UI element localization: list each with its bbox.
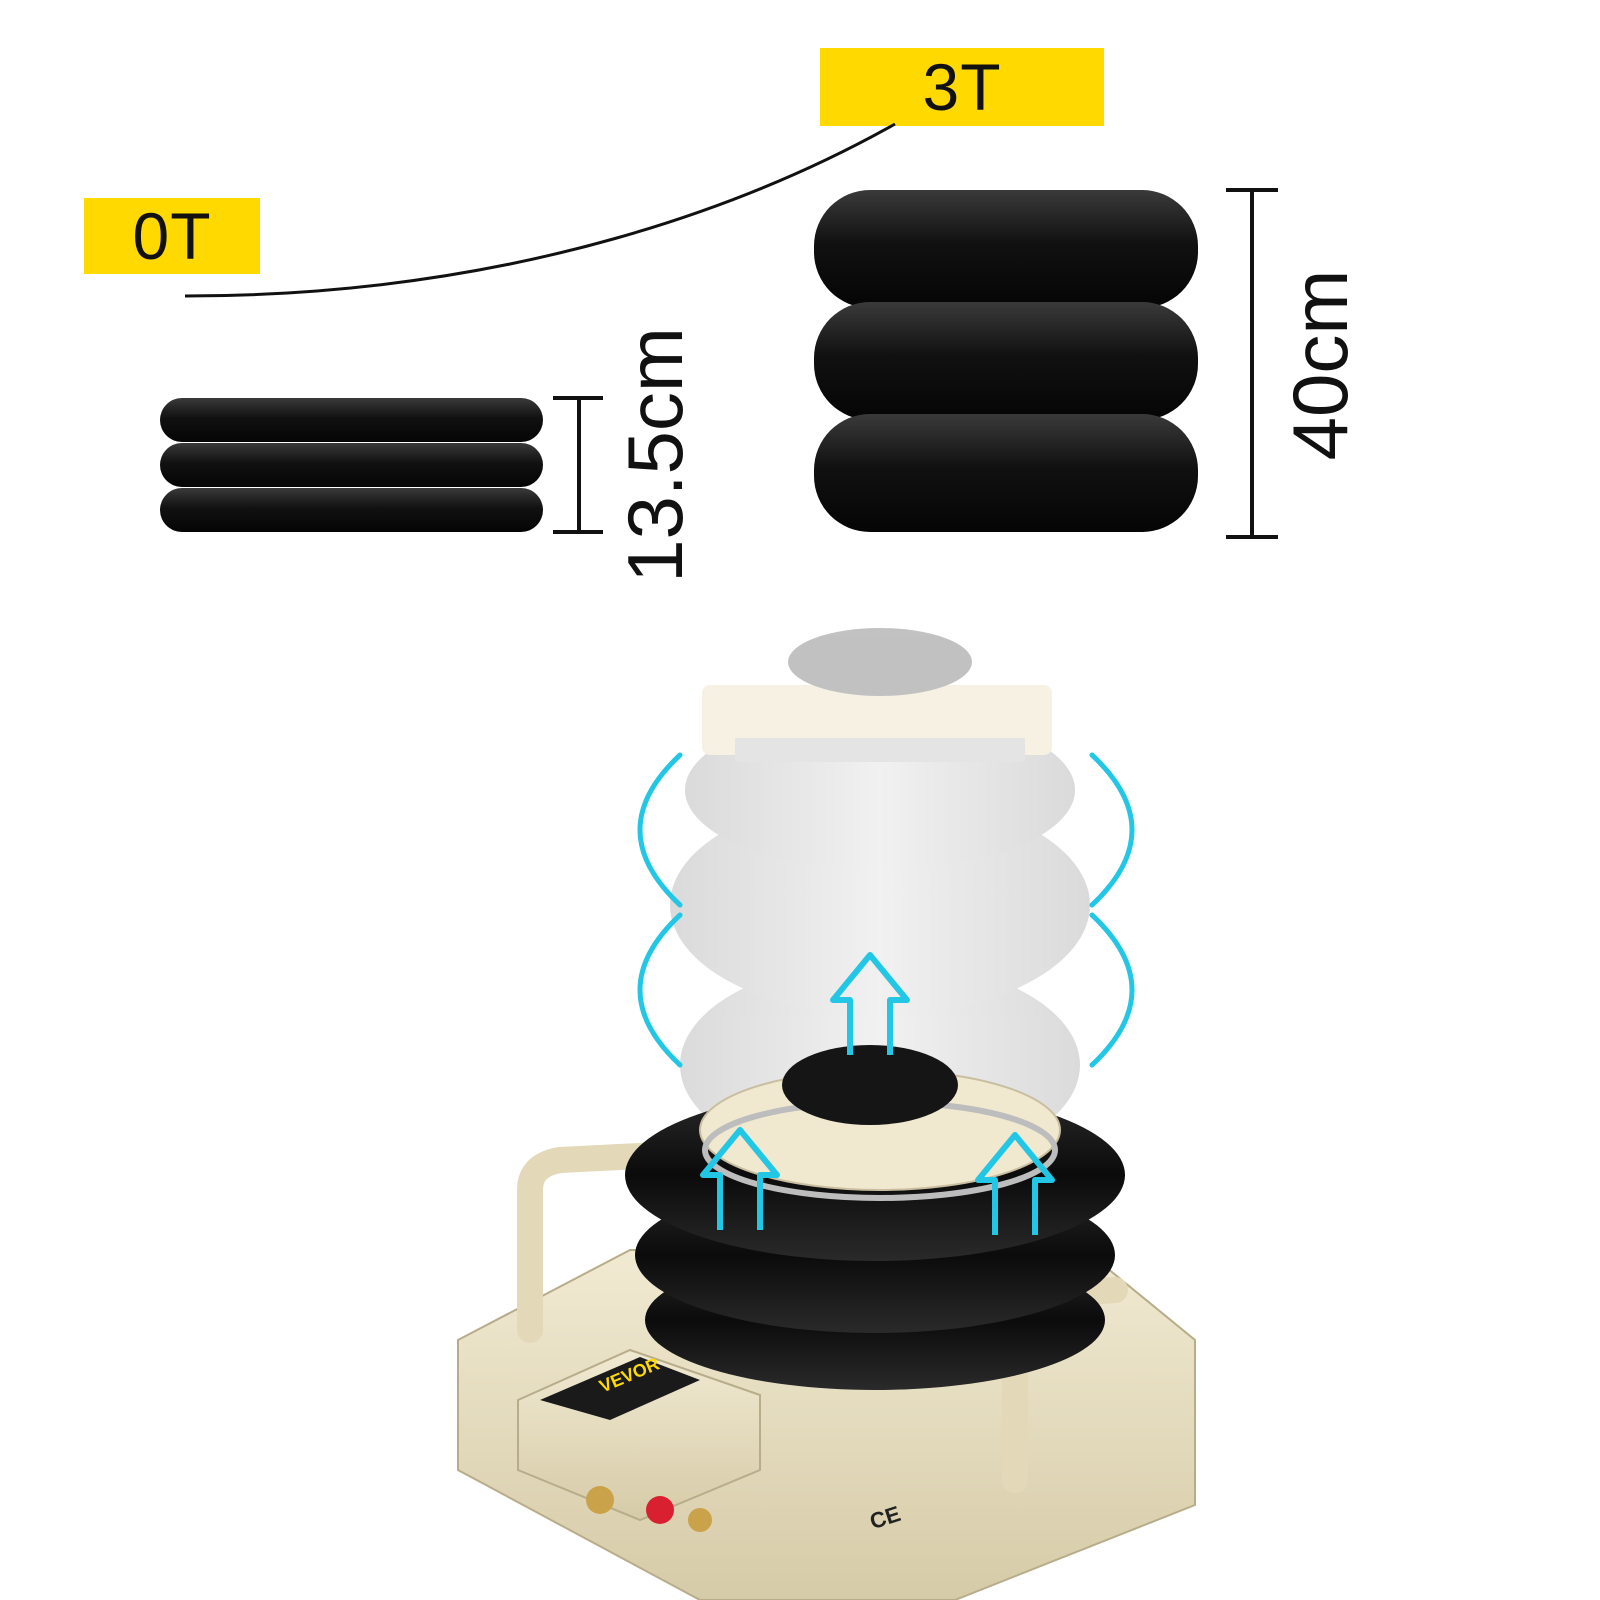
extended-bellows-diagram	[814, 190, 1198, 532]
extended-height-label: 40cm	[1276, 269, 1364, 461]
motion-arcs	[637, 752, 1135, 1068]
collapsed-height-dimension-line	[553, 396, 603, 534]
jack-bellows	[625, 1045, 1125, 1390]
collapsed-bellows-diagram	[160, 398, 543, 532]
load-label-3t-text: 3T	[922, 50, 1002, 124]
load-curve	[184, 122, 896, 298]
load-label-3t: 3T	[820, 48, 1104, 126]
collapsed-height-label: 13.5cm	[611, 327, 699, 583]
valve-box	[517, 1348, 761, 1532]
extended-height-dimension-line	[1226, 188, 1278, 539]
load-label-0t-text: 0T	[132, 199, 212, 273]
lift-arrows	[700, 952, 1055, 1235]
load-label-0t: 0T	[84, 198, 260, 274]
